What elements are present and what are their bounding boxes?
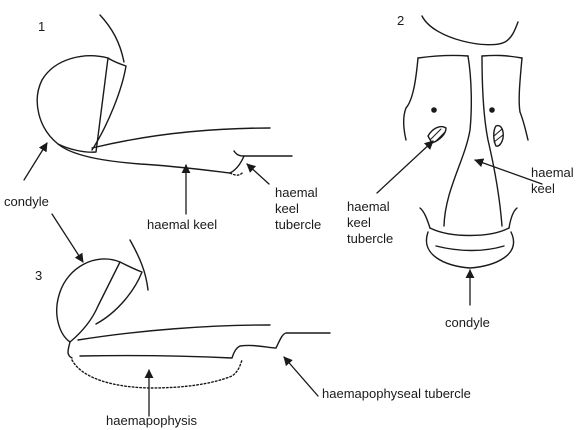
panel-2-condyle-inner: [436, 246, 504, 251]
panel-1-upper-edge: [92, 128, 270, 148]
panel-2-vertebra: [404, 16, 528, 268]
panel-1-tubercle-line: [234, 151, 292, 156]
haemapophyseal-tubercle-label: haemapophyseal tubercle: [322, 386, 471, 402]
panel-1-ventral-edge: [58, 144, 244, 173]
haemal-keel-tubercle-label-p2: haemal keel tubercle: [347, 199, 393, 247]
haemal-keel-label-p2: haemal keel: [531, 165, 574, 197]
panel-2-neural-arch: [422, 16, 518, 45]
haemal-keel-tubercle-p2-line-2: keel: [347, 215, 393, 231]
haemal-keel-tubercle-label-p1: haemal keel tubercle: [275, 185, 321, 233]
panel-3-condyle: [57, 259, 120, 342]
arrow-haemal-keel-tubercle-p1: [247, 164, 269, 184]
panel-2-upper-rim-right: [482, 55, 522, 58]
arrows: [24, 141, 542, 416]
panel-2-right-foramen: [489, 107, 495, 113]
panel-3-upper-edge: [78, 325, 270, 340]
haemal-keel-p2-line-2: keel: [531, 181, 574, 197]
haemal-keel-label-p1: haemal keel: [147, 217, 217, 233]
panel-2-left-foramen: [431, 107, 437, 113]
panel-2-lower-shoulder-left: [420, 208, 430, 228]
condyle-label-left: condyle: [4, 194, 49, 210]
panel-2-lower-shoulder-right: [509, 208, 517, 228]
haemapophysis-outline: [72, 360, 242, 388]
arrow-condyle-to-panel-1: [24, 143, 47, 180]
panel-2-left-tubercle: [428, 127, 446, 143]
haemal-keel-tubercle-p2-line-3: tubercle: [347, 231, 393, 247]
panel-1-upper-process: [100, 15, 124, 62]
haemapophysis-label: haemapophysis: [106, 413, 197, 429]
panel-2-left-process: [404, 58, 418, 140]
panel-3-number: 3: [35, 268, 42, 284]
haemal-keel-tubercle-p2-line-1: haemal: [347, 199, 393, 215]
panel-2-condyle-top: [430, 228, 509, 236]
panel-3-vertebra: [57, 240, 330, 388]
panel-2-right-tubercle: [494, 126, 503, 147]
haemal-keel-tubercle-p1-line-3: tubercle: [275, 217, 321, 233]
panel-3-ventral-edge: [80, 333, 330, 358]
arrow-haemapophyseal-tubercle: [284, 357, 318, 396]
panel-3-upper-process: [130, 240, 148, 290]
panel-2-body-left: [444, 56, 471, 226]
haemal-keel-p2-line-1: haemal: [531, 165, 574, 181]
panel-1-vertebra: [37, 15, 292, 175]
panel-3-notch: [68, 342, 72, 358]
panel-2-number: 2: [397, 13, 404, 29]
panel-2-upper-rim-left: [418, 55, 468, 58]
panel-1-neural-edge: [92, 58, 126, 150]
haemal-keel-tubercle-p1-line-1: haemal: [275, 185, 321, 201]
panel-2-body-right: [482, 56, 502, 226]
haemal-keel-tubercle-p1-line-2: keel: [275, 201, 321, 217]
panel-1-condyle: [37, 56, 108, 152]
arrow-haemal-keel-tubercle-p2: [377, 141, 433, 193]
panel-3-neural-edge: [96, 262, 142, 324]
panel-1-number: 1: [38, 19, 45, 35]
arrow-condyle-to-panel-3: [52, 214, 83, 262]
condyle-label-p2: condyle: [445, 315, 490, 331]
panel-2-right-process: [519, 58, 528, 140]
